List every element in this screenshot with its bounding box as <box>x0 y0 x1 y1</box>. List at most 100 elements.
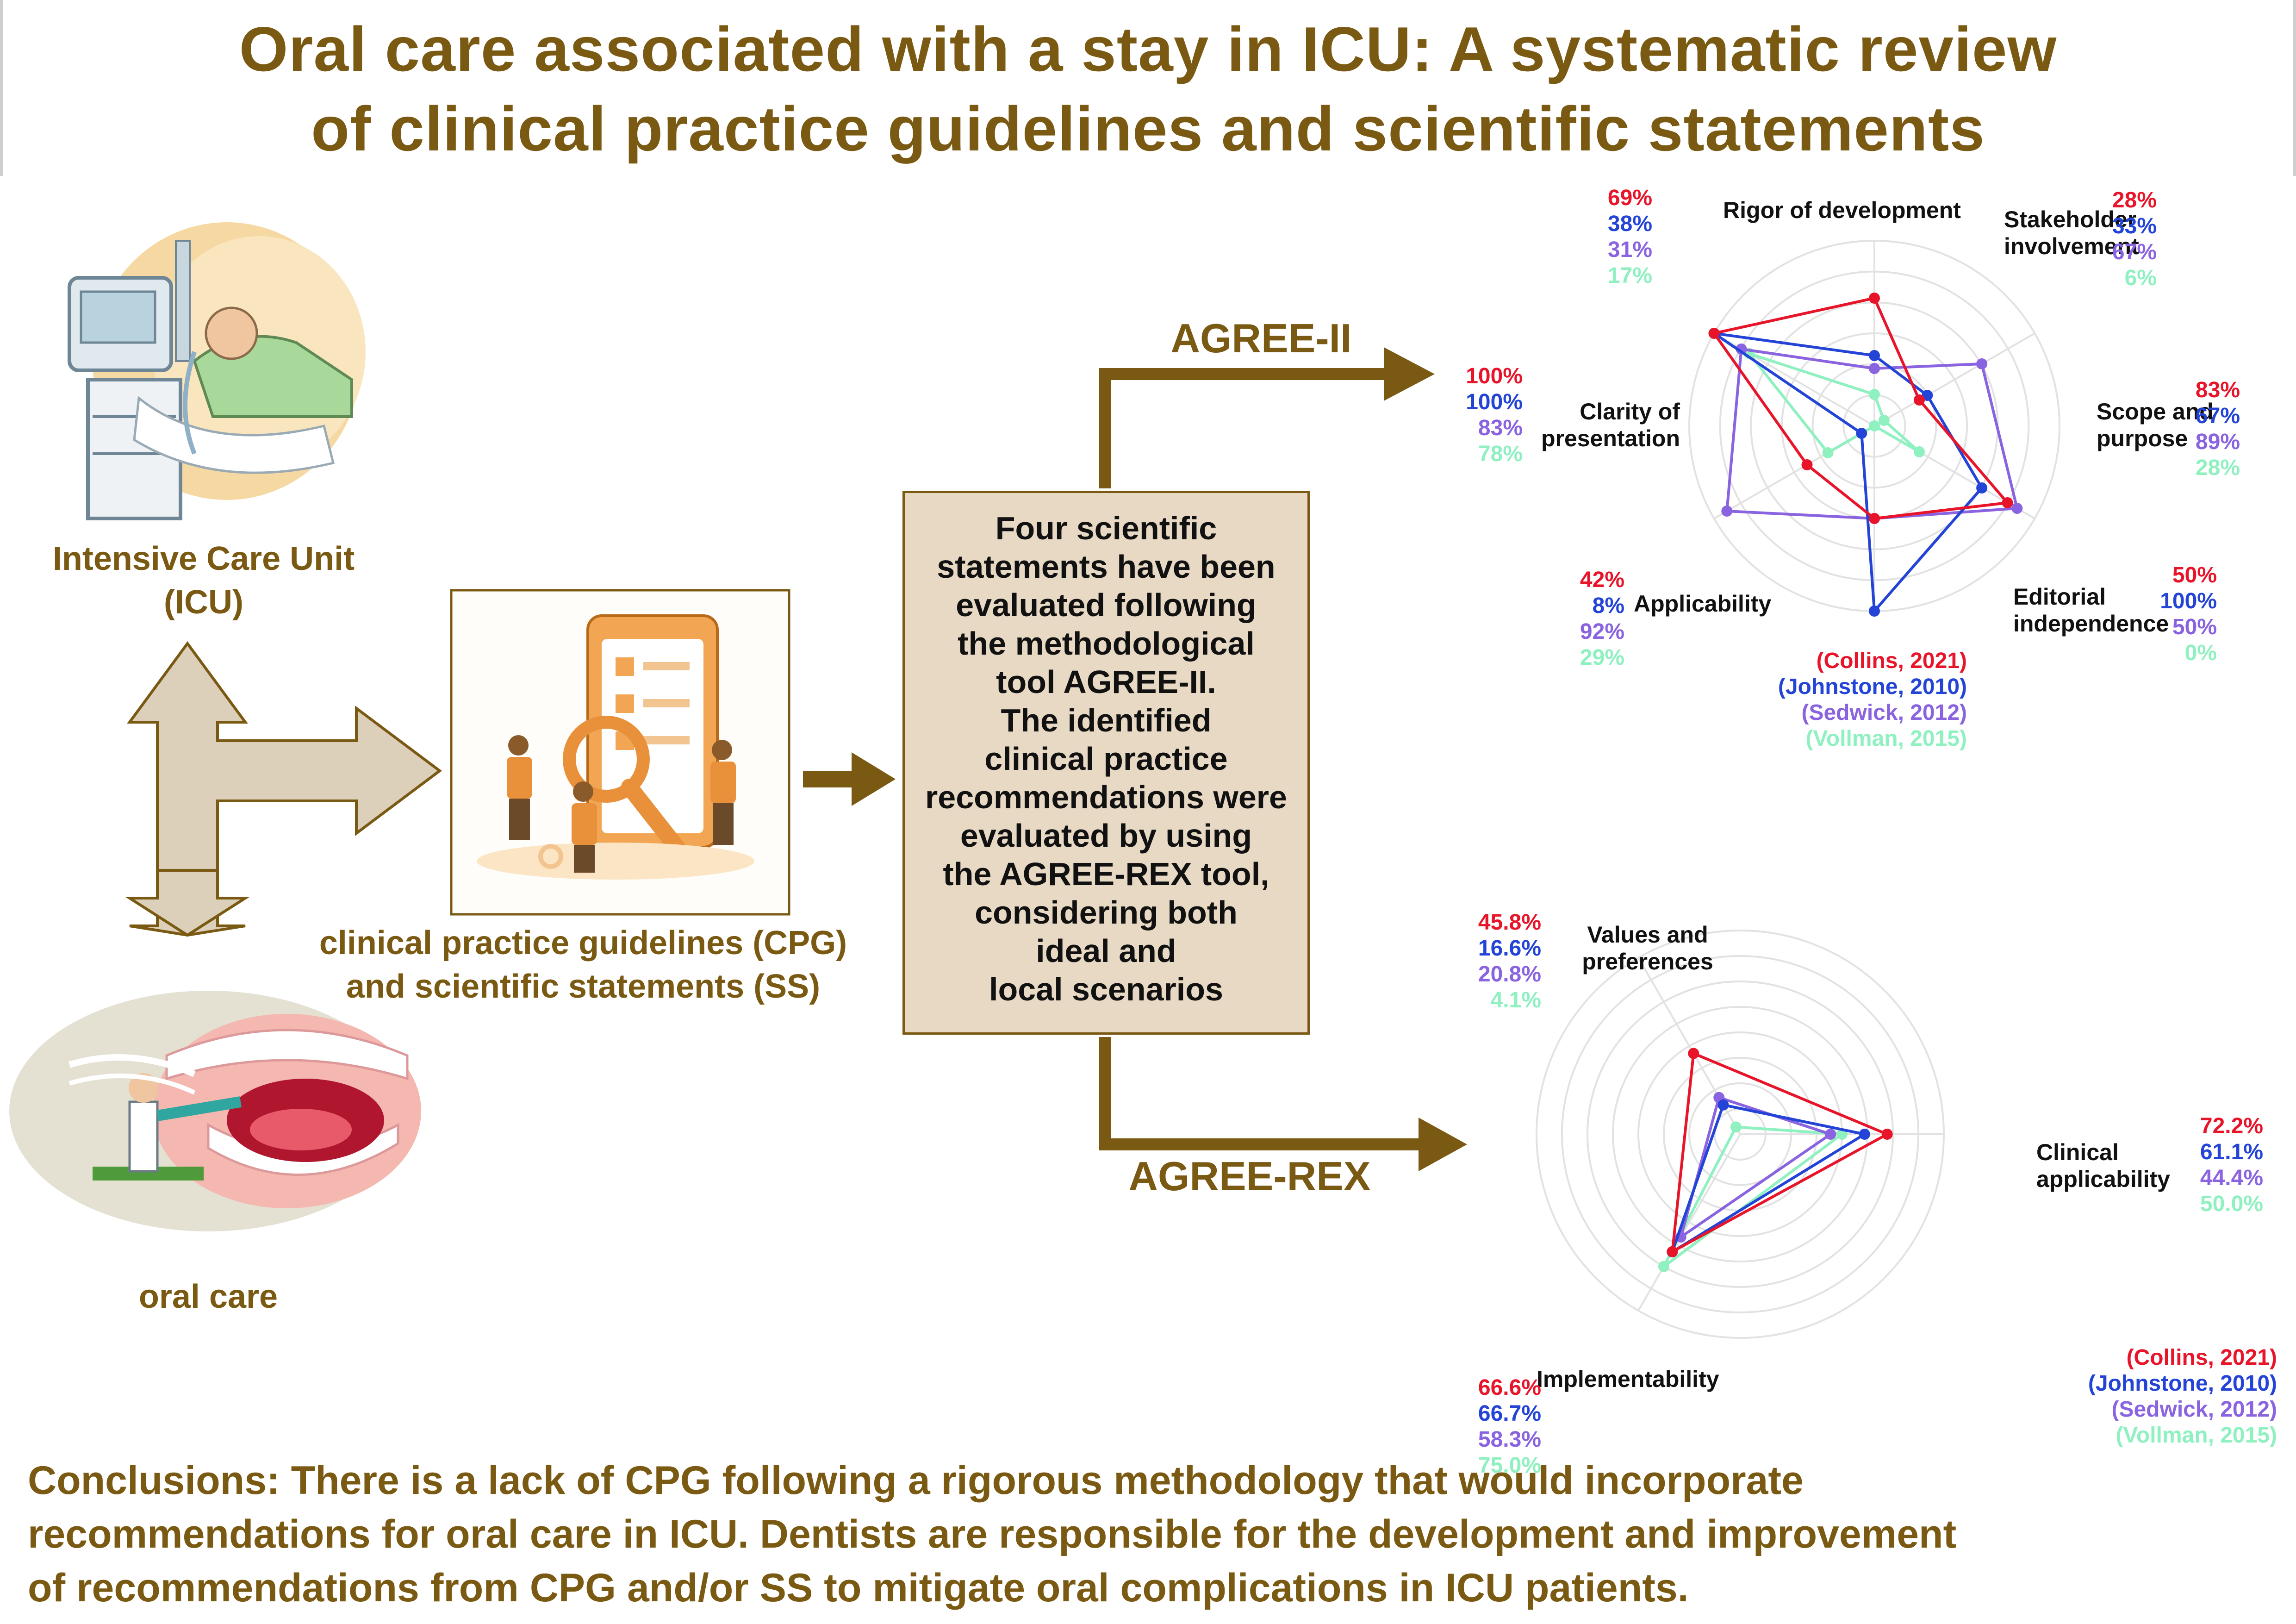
radar-value-label: 50.0% <box>2200 1192 2263 1216</box>
radar-value-label: 69% <box>1607 186 1652 210</box>
radar-axis-line <box>1873 332 2035 427</box>
center-text-line: recommendations were <box>925 779 1287 815</box>
radar-value-label: 78% <box>1478 442 1523 466</box>
radar-value-label: 6% <box>2124 266 2157 290</box>
legend-entry: (Johnstone, 2010) <box>2088 1371 2277 1396</box>
title-line-2: of clinical practice guidelines and scie… <box>311 94 1985 164</box>
radar-value-labels: 72.2%61.1%44.4%50.0% <box>2171 1113 2263 1217</box>
agree2-radar-chart <box>1688 240 2060 617</box>
radar-point <box>1801 459 1813 470</box>
center-text-line: local scenarios <box>989 971 1223 1007</box>
oral-care-label: oral care <box>138 1278 278 1315</box>
legend-entry: (Johnstone, 2010) <box>1778 675 1967 699</box>
radar-point <box>1667 1246 1678 1257</box>
cpg-label-line-2: and scientific statements (SS) <box>346 968 821 1005</box>
agreerex-arrow <box>1099 1037 1467 1171</box>
radar-axis-label: Clarity of presentation <box>1541 399 1680 451</box>
conclusion-line-3: of recommendations from CPG and/or SS to… <box>28 1566 1689 1610</box>
radar-value-label: 16.6% <box>1478 936 1541 961</box>
radar-value-labels: 42%8%92%29% <box>1546 567 1624 671</box>
radar-value-label: 4.1% <box>1490 988 1541 1012</box>
radar-value-label: 100% <box>1466 364 1523 388</box>
legend-entry: (Collins, 2021) <box>1816 649 1967 673</box>
radar-point <box>1869 420 1880 431</box>
center-text-line: considering both <box>975 894 1238 931</box>
radar-point <box>1976 358 1988 369</box>
radar-point <box>1856 428 1867 439</box>
frame-right-border <box>2293 0 2296 176</box>
center-text-line: tool AGREE-II. <box>996 664 1216 700</box>
radar-point <box>2002 497 2013 508</box>
radar-value-label: 100% <box>2160 589 2217 613</box>
radar-point <box>1688 1048 1699 1059</box>
radar-value-label: 67% <box>2195 404 2240 428</box>
radar-value-label: 42% <box>1580 568 1624 592</box>
icu-label-line-1: Intensive Care Unit <box>52 540 355 577</box>
agreerex-radar-chart <box>1536 930 1945 1339</box>
checklist-magnifier-illustration <box>450 589 790 916</box>
radar-axis-label: Stakeholder involvement <box>2004 206 2139 259</box>
radar-value-label: 29% <box>1580 645 1624 670</box>
radar-value-label: 61.1% <box>2200 1140 2263 1164</box>
radar-point <box>1721 506 1733 517</box>
legend-entry: (Sedwick, 2012) <box>2111 1397 2277 1422</box>
radar-value-label: 66.6% <box>1478 1375 1541 1400</box>
radar-axis-label: Applicability <box>1634 591 1772 617</box>
cpg-ss-label: clinical practice guidelines (CPG) and s… <box>259 921 907 1008</box>
radar-value-label: 17% <box>1607 263 1652 288</box>
radar-point <box>1825 1129 1836 1140</box>
radar-value-label: 75.0% <box>1478 1453 1541 1478</box>
radar-legend: (Collins, 2021)(Johnstone, 2010)(Sedwick… <box>1930 1345 2277 1449</box>
icu-label: Intensive Care Unit (ICU) <box>37 537 370 624</box>
radar-axis-label: Editorial independence <box>2013 584 2169 637</box>
radar-point <box>1913 446 1925 457</box>
double-arrow-icon <box>124 641 442 937</box>
radar-value-label: 72.2% <box>2200 1114 2263 1138</box>
oral-care-illustration <box>9 991 421 1231</box>
radar-value-label: 38% <box>1607 212 1652 236</box>
radar-axis-label: Values and preferences <box>1582 922 1713 974</box>
radar-value-label: 45.8% <box>1478 910 1541 935</box>
radar-value-labels: 28%33%67%6% <box>2069 187 2157 291</box>
radar-point <box>1922 390 1933 401</box>
radar-series-line <box>1670 1051 1891 1255</box>
agree2-arrow <box>1099 347 1435 488</box>
radar-point <box>1913 394 1925 406</box>
legend-entry: (Vollman, 2015) <box>2116 1423 2277 1448</box>
radar-value-label: 67% <box>2112 240 2157 264</box>
radar-series-line <box>1669 1103 1868 1255</box>
radar-point <box>1859 1129 1870 1140</box>
radar-value-labels: 69%38%31%17% <box>1574 185 1652 289</box>
legend-entry: (Vollman, 2015) <box>1805 726 1967 751</box>
radar-value-labels: 83%67%89%28% <box>2152 377 2240 481</box>
radar-point <box>1717 1099 1729 1111</box>
conclusion-line-1: Conclusions: There is a lack of CPG foll… <box>28 1458 1804 1503</box>
radar-series-line <box>1662 1125 1846 1268</box>
radar-point <box>1976 482 1988 493</box>
conclusion-line-2: recommendations for oral care in ICU. De… <box>28 1512 1957 1556</box>
radar-point <box>1869 363 1880 374</box>
radar-point <box>1869 389 1880 400</box>
radar-point <box>1822 447 1834 458</box>
center-text-line: the methodological <box>958 625 1255 662</box>
radar-axis-label: Scope and purpose <box>2097 399 2214 451</box>
radar-value-label: 100% <box>1466 390 1523 414</box>
radar-value-labels: 66.6%66.7%58.3%75.0% <box>1449 1375 1541 1479</box>
legend-entry: (Collins, 2021) <box>2126 1345 2277 1370</box>
center-text-line: statements have been <box>937 549 1276 585</box>
radar-value-labels: 100%100%83%78% <box>1444 363 1523 467</box>
radar-value-label: 50% <box>2172 615 2217 639</box>
radar-axis-label: Implementability <box>1537 1366 1719 1392</box>
radar-value-label: 58.3% <box>1478 1427 1541 1452</box>
center-summary-box <box>902 491 1310 1035</box>
agree2-label: AGREE-II <box>1170 315 1352 361</box>
center-text-line: The identified <box>1001 702 1212 738</box>
radar-value-label: 33% <box>2112 214 2157 238</box>
radar-series-line <box>1713 332 1984 615</box>
center-text-line: Four scientific <box>995 510 1217 546</box>
radar-point <box>1869 350 1880 361</box>
radar-point <box>1878 415 1890 426</box>
radar-point <box>1730 1121 1742 1133</box>
center-text-line: ideal and <box>1036 933 1176 969</box>
